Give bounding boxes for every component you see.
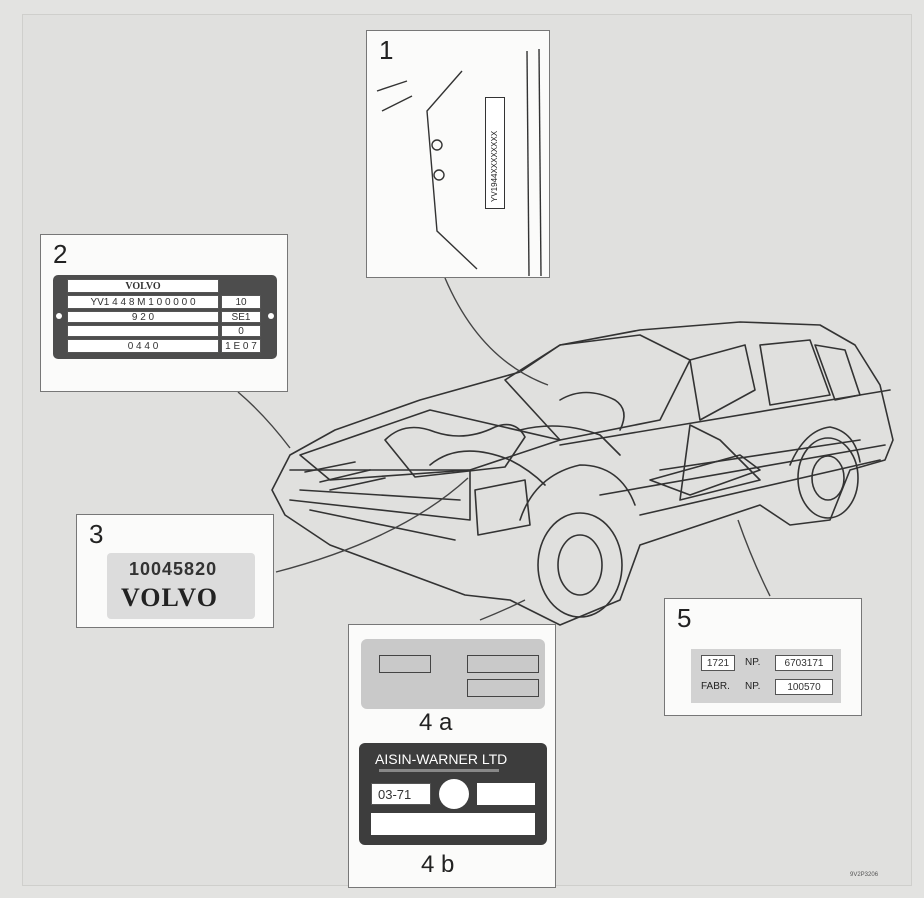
windshield-pillar-drawing xyxy=(376,48,542,277)
rear-axle-np-label-1: NP. xyxy=(745,657,761,668)
label-4b: 4 b xyxy=(421,851,455,878)
type-plate-row-4-right: 1 E 0 7 xyxy=(221,339,261,353)
engine-plate: 10045820 VOLVO xyxy=(107,553,255,619)
plate-4b-circle xyxy=(439,779,469,809)
callout-5-number: 5 xyxy=(677,603,692,633)
vin-sticker: YV1944XXXXXXXX xyxy=(485,97,505,209)
label-4a: 4 a xyxy=(419,709,453,736)
plate-4b-box-right xyxy=(477,783,535,805)
callout-1-number: 1 xyxy=(379,35,394,65)
rear-axle-np-value-1: 6703171 xyxy=(775,655,833,671)
rivet-right xyxy=(268,313,274,319)
type-plate-row-3-right: 0 xyxy=(221,325,261,337)
type-plate-row-2-left: 9 2 0 xyxy=(67,311,219,323)
engine-code: 10045820 xyxy=(129,559,218,579)
type-plate-brand: VOLVO xyxy=(67,279,219,293)
plate-4b-maker: AISIN-WARNER LTD xyxy=(375,751,508,767)
callout-4: 4 a AISIN-WARNER LTD 03-71 4 b xyxy=(348,624,556,888)
type-plate-row-1-right: 10 xyxy=(221,295,261,309)
plate-4a-box-left xyxy=(379,655,431,673)
callout-5: 5 1721 NP. 6703171 FABR. NP. 100570 xyxy=(664,598,862,716)
plate-4b-box-bottom xyxy=(371,813,535,835)
type-plate: VOLVO YV1 4 4 8 M 1 0 0 0 0 0 10 9 2 0 S… xyxy=(53,275,277,359)
type-plate-row-1-left: YV1 4 4 8 M 1 0 0 0 0 0 xyxy=(67,295,219,309)
figure-code: 9V2P3206 xyxy=(850,872,879,878)
callout-3-number: 3 xyxy=(89,519,104,549)
plate-4b-model: 03-71 xyxy=(371,783,431,805)
type-plate-row-4-left: 0 4 4 0 xyxy=(67,339,219,353)
rear-axle-fabr-label: FABR. xyxy=(701,681,730,692)
callout-2-number: 2 xyxy=(53,239,68,269)
engine-plate-brand: VOLVO xyxy=(121,583,218,612)
callout-2: 2 VOLVO YV1 4 4 8 M 1 0 0 0 0 0 10 9 2 0… xyxy=(40,234,288,392)
type-plate-row-3-left xyxy=(67,325,219,337)
type-plate-row-2-right: SE1 xyxy=(221,311,261,323)
plate-4a-box-right-top xyxy=(467,655,539,673)
vin-sticker-text: YV1944XXXXXXXX xyxy=(490,130,499,202)
plate-4b-fine-print xyxy=(379,769,499,772)
callout-3: 3 10045820 VOLVO xyxy=(76,514,274,628)
plate-4a-box-right-bottom xyxy=(467,679,539,697)
rear-axle-box: 1721 xyxy=(701,655,735,671)
plate-4a xyxy=(361,639,545,709)
rear-axle-np-value-2: 100570 xyxy=(775,679,833,695)
callout-1: 1 YV1944XXXXXXXX xyxy=(366,30,550,278)
plate-4b: AISIN-WARNER LTD 03-71 xyxy=(359,743,547,845)
rear-axle-np-label-2: NP. xyxy=(745,681,761,692)
rear-axle-plate: 1721 NP. 6703171 FABR. NP. 100570 xyxy=(691,649,841,703)
rivet-left xyxy=(56,313,62,319)
